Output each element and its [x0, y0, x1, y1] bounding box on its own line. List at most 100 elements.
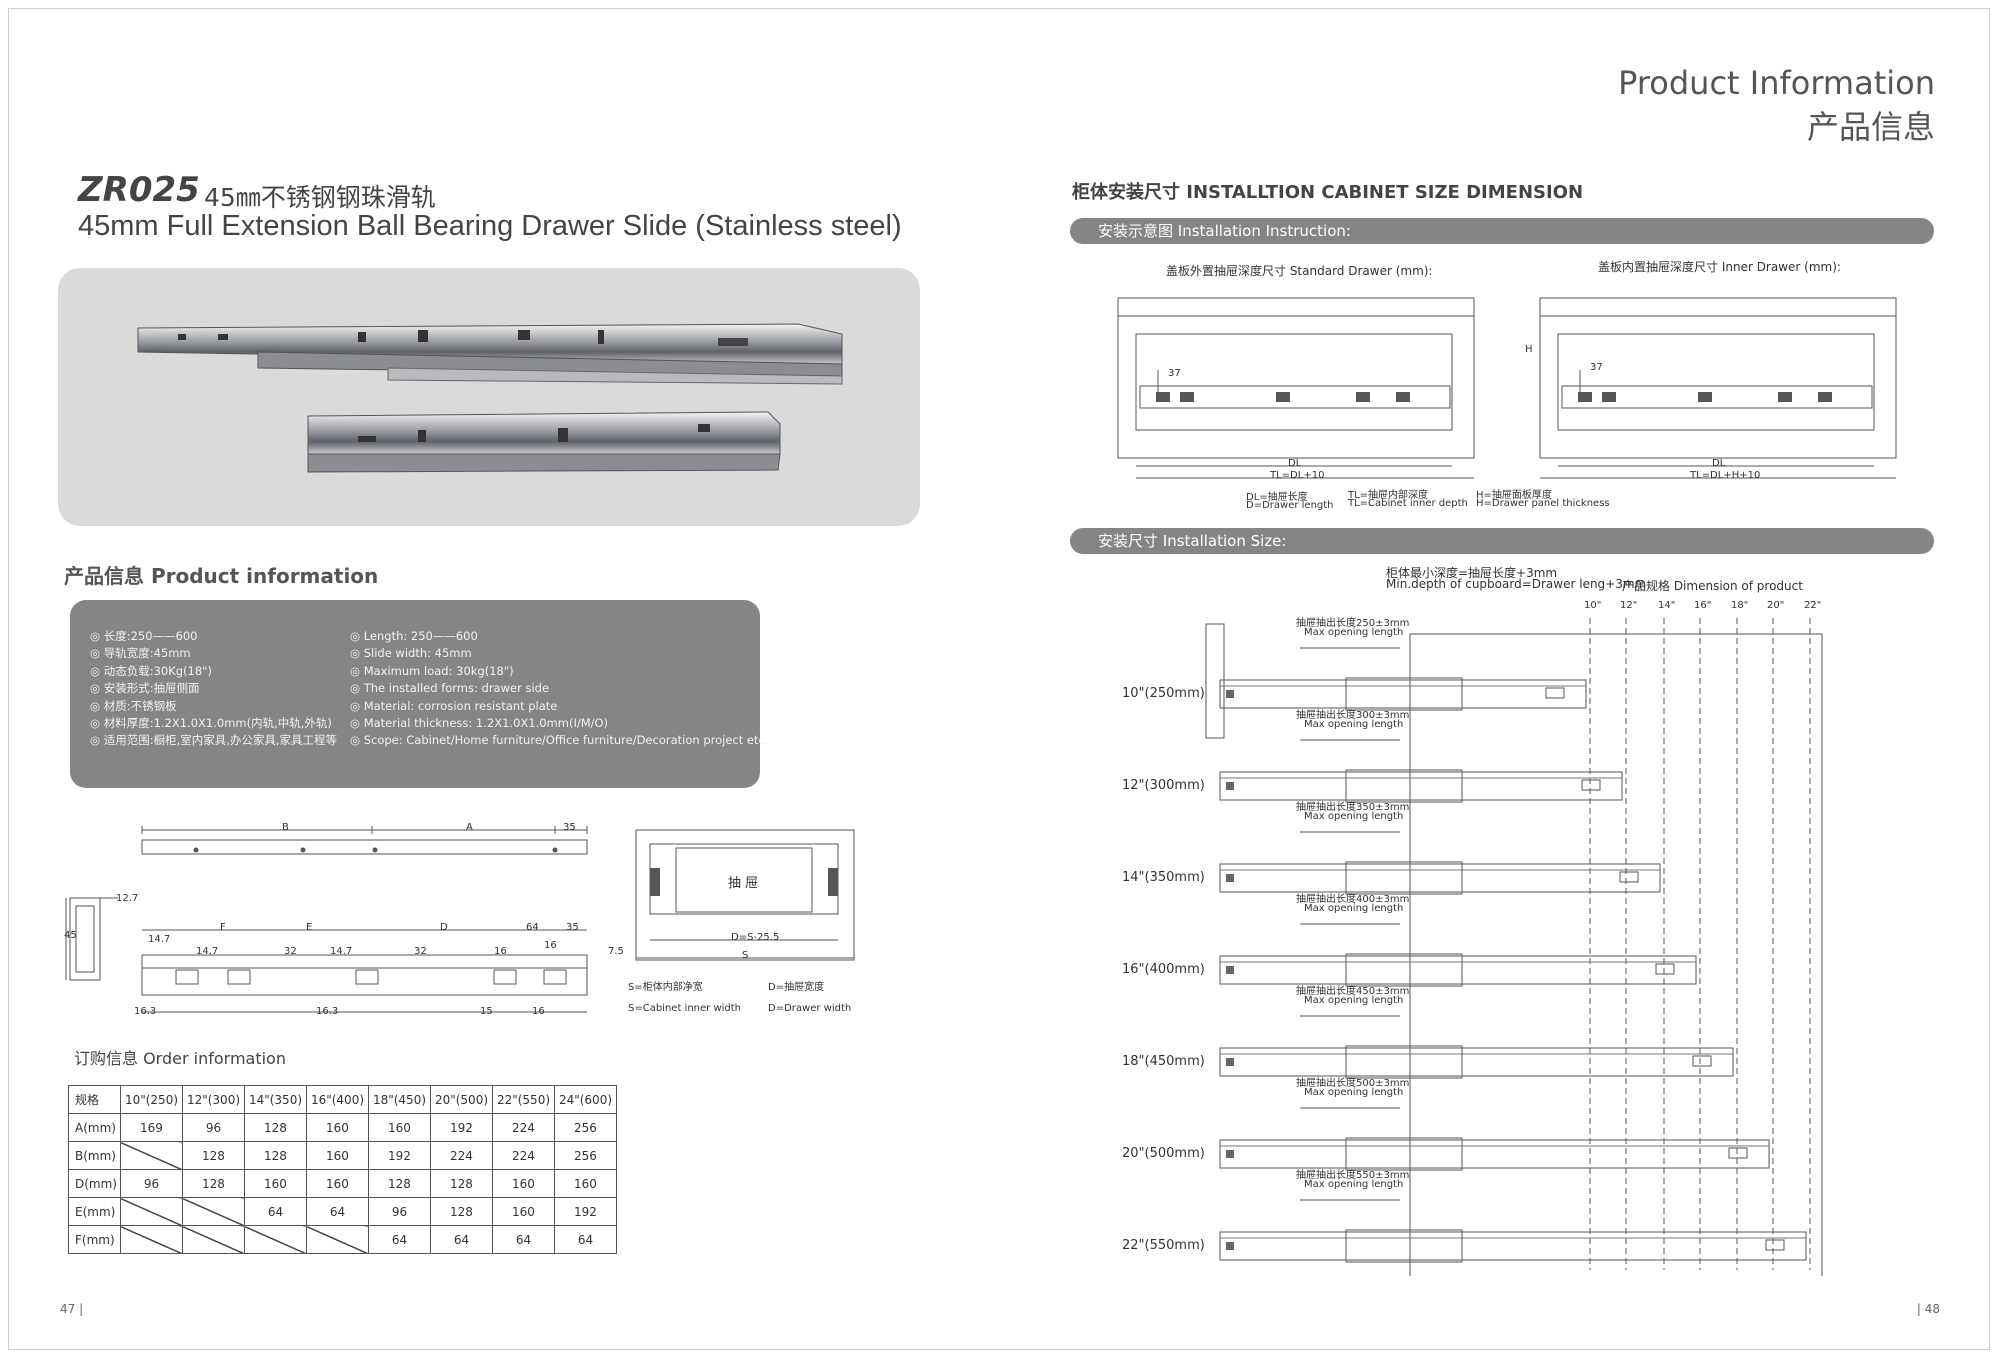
model-number: ZR025	[78, 170, 200, 210]
table-cell-empty	[119, 1141, 183, 1170]
legend-dl: DL=抽屉长度	[1246, 492, 1308, 503]
header-title-cn: 产品信息	[1806, 108, 1935, 146]
table-cell: E(mm)	[68, 1197, 121, 1226]
table-cell: 160	[305, 1169, 369, 1198]
slide-legend: S=Cabinet inner width	[628, 1003, 742, 1014]
dimension-of-product: 产品规格 Dimension of product	[1622, 579, 1803, 593]
size-row-label: 20"(500mm)	[1122, 1146, 1205, 1161]
d-formula: D=S-25.5	[731, 932, 780, 943]
table-row: D(mm) 96 128 160 160 128 128 160 160	[68, 1169, 617, 1198]
info-en-item: The installed forms: drawer side	[350, 680, 768, 697]
dim-16-c: 16	[532, 1006, 545, 1017]
table-cell-empty	[243, 1225, 307, 1254]
table-cell-empty	[181, 1225, 245, 1254]
max-opening-en: Max opening length	[1304, 719, 1404, 730]
table-cell: 128	[429, 1197, 493, 1226]
table-cell: 224	[491, 1141, 555, 1170]
table-row: E(mm) 64 64 96 128 160 192	[68, 1197, 617, 1226]
size-row-label: 12"(300mm)	[1122, 778, 1205, 793]
table-cell: 192	[553, 1197, 617, 1226]
dim-h: H	[1525, 344, 1533, 355]
dim-15: 15	[480, 1006, 493, 1017]
table-cell: 64	[553, 1225, 617, 1254]
table-cell: 160	[553, 1169, 617, 1198]
table-cell: F(mm)	[68, 1225, 121, 1254]
table-cell: 64	[243, 1197, 307, 1226]
size-column-label: 14"	[1658, 600, 1676, 611]
table-header-cell: 20"(500)	[429, 1085, 493, 1114]
info-cn-item: 材质:不锈钢板	[90, 698, 337, 715]
dim-64: 64	[526, 922, 539, 933]
table-cell: 128	[243, 1141, 307, 1170]
max-opening-cn: 抽屉抽出长度300±3mm	[1296, 710, 1410, 721]
table-header-cell: 16"(400)	[305, 1085, 369, 1114]
table-header-cell: 14"(350)	[243, 1085, 307, 1114]
table-row: B(mm) 128 128 160 192 224 224 256	[68, 1141, 617, 1170]
page-number-left: 47 |	[60, 1302, 84, 1316]
table-cell: D(mm)	[68, 1169, 121, 1198]
product-info-cn-list: 长度:250——600 导轨宽度:45mm 动态负载:30Kg(18") 安装形…	[90, 628, 337, 750]
info-en-item: Scope: Cabinet/Home furniture/Office fur…	[350, 732, 769, 749]
table-cell: 256	[553, 1113, 617, 1142]
dim-32-b: 32	[414, 946, 427, 957]
table-header-cell: 10"(250)	[119, 1085, 183, 1114]
size-column-label: 12"	[1620, 600, 1638, 611]
dim-45: 45	[64, 930, 77, 941]
inner-drawer-label: 盖板内置抽屉深度尺寸 Inner Drawer (mm):	[1598, 260, 1841, 274]
table-cell: 160	[367, 1113, 431, 1142]
slide-legend: D=Drawer width	[768, 1003, 852, 1014]
info-en-item: Maximum load: 30kg(18")	[350, 663, 768, 680]
table-cell: 128	[181, 1169, 245, 1198]
order-table: 规格 10"(250) 12"(300) 14"(350) 16"(400) 1…	[68, 1085, 617, 1254]
table-row: 规格 10"(250) 12"(300) 14"(350) 16"(400) 1…	[68, 1085, 617, 1114]
product-name-cn: 45㎜不锈钢钢珠滑轨	[204, 183, 436, 212]
dim-b: B	[282, 822, 289, 833]
table-cell: 160	[305, 1141, 369, 1170]
max-opening-en: Max opening length	[1304, 811, 1404, 822]
table-header-cell: 18"(450)	[367, 1085, 431, 1114]
max-opening-cn: 抽屉抽出长度450±3mm	[1296, 986, 1410, 997]
dim-a: A	[466, 822, 473, 833]
min-depth-en: Min.depth of cupboard=Drawer leng+3mm	[1386, 577, 1647, 591]
legend-h: H=抽屉面板厚度	[1476, 490, 1552, 501]
table-cell: 224	[491, 1113, 555, 1142]
table-cell-empty	[305, 1225, 369, 1254]
table-cell: 160	[305, 1113, 369, 1142]
dim-16-b: 16	[544, 940, 557, 951]
standard-drawer-label: 盖板外置抽屉深度尺寸 Standard Drawer (mm):	[1166, 264, 1433, 278]
info-en-item: Material thickness: 1.2X1.0X1.0mm(I/M/O)	[350, 715, 768, 732]
info-cn-item: 长度:250——600	[90, 628, 337, 645]
max-opening-en: Max opening length	[1304, 1087, 1404, 1098]
max-opening-en: Max opening length	[1304, 903, 1404, 914]
dim-d: D	[440, 922, 448, 933]
table-cell: 256	[553, 1141, 617, 1170]
max-opening-en: Max opening length	[1304, 1179, 1404, 1190]
table-cell: 64	[491, 1225, 555, 1254]
max-opening-cn: 抽屉抽出长度500±3mm	[1296, 1078, 1410, 1089]
page-frame	[8, 8, 1990, 1350]
table-cell-empty	[119, 1225, 183, 1254]
table-cell: 160	[491, 1169, 555, 1198]
info-en-item: Slide width: 45mm	[350, 645, 768, 662]
size-column-label: 18"	[1731, 600, 1749, 611]
dim-16-a: 16	[494, 946, 507, 957]
order-info-heading: 订购信息 Order information	[74, 1049, 286, 1068]
table-header-cell: 22"(550)	[491, 1085, 555, 1114]
dim-f: F	[220, 922, 226, 933]
info-cn-item: 安装形式:抽屉侧面	[90, 680, 337, 697]
size-column-label: 16"	[1694, 600, 1712, 611]
max-opening-en: Max opening length	[1304, 627, 1404, 638]
table-header-cell: 24"(600)	[553, 1085, 617, 1114]
table-cell-empty	[181, 1197, 245, 1226]
product-photo-panel	[58, 268, 920, 526]
legend-h-en: H=Drawer panel thickness	[1476, 498, 1610, 509]
info-en-item: Length: 250——600	[350, 628, 768, 645]
dim-14-7-a: 14.7	[148, 934, 171, 945]
max-opening-cn: 抽屉抽出长度400±3mm	[1296, 894, 1410, 905]
max-opening-cn: 抽屉抽出长度250±3mm	[1296, 618, 1410, 629]
table-header-cell: 规格	[68, 1085, 121, 1114]
info-cn-item: 材料厚度:1.2X1.0X1.0mm(内轨,中轨,外轨)	[90, 715, 337, 732]
installation-instruction-bar: 安装示意图 Installation Instruction:	[1070, 218, 1934, 244]
max-opening-cn: 抽屉抽出长度550±3mm	[1296, 1170, 1410, 1181]
size-row-label: 18"(450mm)	[1122, 1054, 1205, 1069]
